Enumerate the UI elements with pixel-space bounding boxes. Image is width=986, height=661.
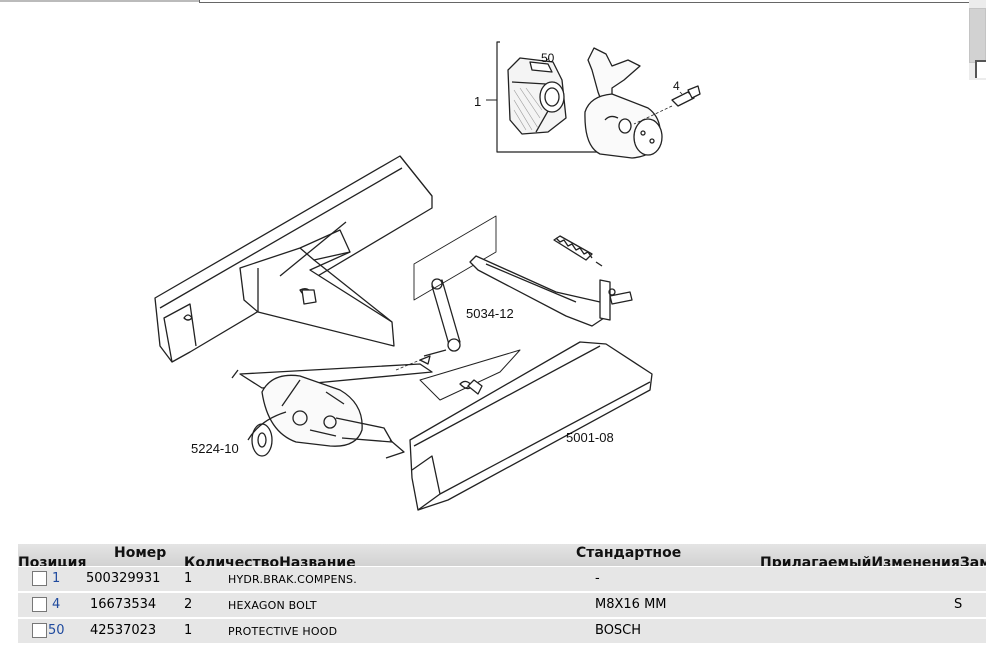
frame-right-rail bbox=[409, 341, 653, 511]
callout-50: 50 bbox=[541, 51, 555, 65]
frame-crossmember bbox=[239, 221, 395, 347]
row-qty: 1 bbox=[184, 571, 193, 586]
parts-table: Позиция Номер КоличествоНазвание Стандар… bbox=[18, 544, 986, 661]
row-select-checkbox[interactable] bbox=[32, 597, 47, 612]
row-standard: BOSCH bbox=[595, 623, 642, 638]
header-standard[interactable]: Стандартное bbox=[576, 545, 682, 561]
rear-axle-part bbox=[231, 363, 433, 459]
parts-table-header: Позиция Номер КоличествоНазвание Стандар… bbox=[18, 544, 986, 566]
callout-4: 4 bbox=[673, 79, 680, 93]
row-name: PROTECTIVE HOOD bbox=[228, 625, 338, 638]
protective-hood-part bbox=[507, 57, 567, 135]
header-qty-name[interactable]: КоличествоНазвание bbox=[184, 555, 356, 566]
header-number[interactable]: Номер bbox=[114, 545, 167, 561]
row-standard: - bbox=[595, 571, 600, 586]
callout-1: 1 bbox=[474, 94, 481, 109]
row-number: 42537023 bbox=[90, 623, 157, 638]
linkage-rod-part bbox=[395, 278, 461, 371]
row-qty: 2 bbox=[184, 597, 193, 612]
callout-5224-10: 5224-10 bbox=[191, 441, 239, 456]
row-position-link[interactable]: 4 bbox=[52, 597, 61, 612]
row-name: HYDR.BRAK.COMPENS. bbox=[228, 573, 357, 586]
lever-assembly-part bbox=[469, 255, 633, 327]
callout-5001-08: 5001-08 bbox=[566, 430, 614, 445]
top-divider bbox=[0, 0, 200, 2]
callout-5034-12: 5034-12 bbox=[466, 306, 514, 321]
hexagon-bolt-part bbox=[633, 85, 701, 125]
row-qty: 1 bbox=[184, 623, 193, 638]
exploded-parts-diagram: 50 1 4 5034-12 5224-10 5001-08 bbox=[154, 41, 701, 511]
header-position[interactable]: Позиция bbox=[18, 555, 87, 566]
row-select-checkbox[interactable] bbox=[32, 623, 47, 638]
scrollbar-corner bbox=[975, 60, 986, 78]
row-position-link[interactable]: 50 bbox=[48, 623, 65, 638]
return-spring-part bbox=[553, 235, 603, 267]
row-name: HEXAGON BOLT bbox=[228, 599, 317, 612]
diagram-frame-top bbox=[199, 0, 969, 3]
row-number: 16673534 bbox=[90, 597, 157, 612]
table-row[interactable]: 50 42537023 1 PROTECTIVE HOOD BOSCH bbox=[18, 619, 986, 643]
diagram-scrollbar[interactable] bbox=[969, 0, 986, 80]
row-number: 500329931 bbox=[86, 571, 161, 586]
table-row[interactable]: 1 500329931 1 HYDR.BRAK.COMPENS. - bbox=[18, 567, 986, 591]
row-change: S bbox=[954, 597, 963, 612]
row-position-link[interactable]: 1 bbox=[52, 571, 61, 586]
row-select-checkbox[interactable] bbox=[32, 571, 47, 586]
header-trailing[interactable]: ПрилагаемыйИзмененияЗам bbox=[760, 555, 986, 566]
hydraulic-compensator-part bbox=[584, 47, 663, 159]
table-row[interactable]: 4 16673534 2 HEXAGON BOLT M8X16 MM S bbox=[18, 593, 986, 617]
parts-diagram-svg: 50 1 4 5034-12 5224-10 5001-08 bbox=[154, 41, 701, 511]
row-standard: M8X16 MM bbox=[595, 597, 667, 612]
